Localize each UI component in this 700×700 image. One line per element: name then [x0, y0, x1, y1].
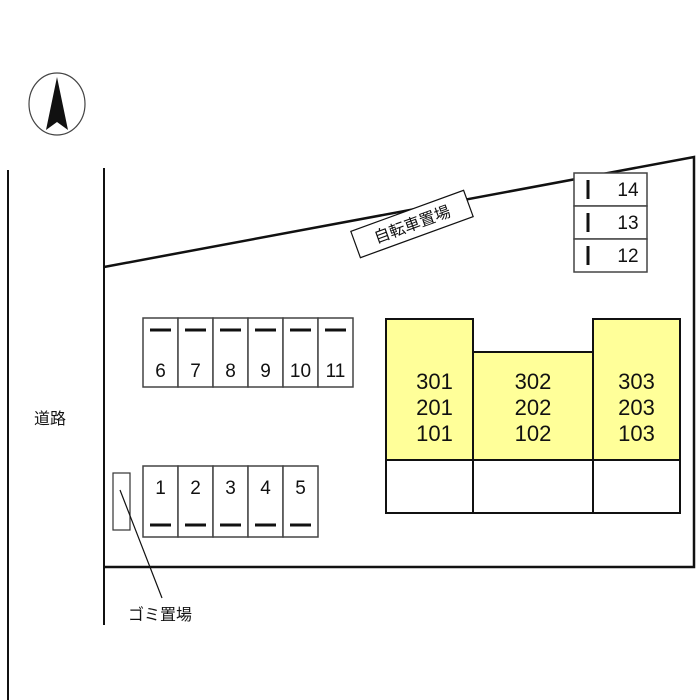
parking-space — [142, 465, 179, 538]
unit-number: 201 — [416, 395, 453, 420]
balcony-area — [592, 459, 681, 514]
unit-number: 202 — [515, 395, 552, 420]
unit-number: 103 — [618, 421, 655, 446]
building-wing — [592, 318, 681, 461]
bicycle-parking-label: 自転車置場 — [350, 189, 474, 259]
parking-number: 14 — [617, 180, 639, 201]
balcony-area — [385, 459, 474, 514]
garbage-leader-line — [119, 489, 163, 599]
building-wing — [472, 351, 594, 461]
parking-space — [177, 465, 214, 538]
parking-number: 5 — [295, 478, 306, 499]
parking-space — [573, 238, 648, 273]
balcony-area — [472, 459, 594, 514]
unit-number: 301 — [416, 369, 453, 394]
parking-group-bottom: 1 2 3 4 5 — [142, 465, 319, 538]
parking-number: 8 — [225, 361, 236, 382]
parking-number: 1 — [155, 478, 166, 499]
parking-number: 3 — [225, 478, 236, 499]
lot-boundary — [103, 155, 696, 569]
parking-number: 4 — [260, 478, 271, 499]
parking-number: 12 — [617, 246, 638, 267]
unit-number: 203 — [618, 395, 655, 420]
parking-number: 7 — [190, 361, 201, 382]
unit-number: 302 — [515, 369, 552, 394]
parking-number: 6 — [155, 361, 166, 382]
unit-number: 101 — [416, 421, 453, 446]
road-label: 道路 — [34, 409, 66, 428]
north-arrow-icon — [28, 72, 86, 136]
parking-group-right: 14 13 12 — [573, 172, 648, 273]
parking-group-top: 6 7 8 9 10 11 — [142, 317, 354, 388]
building-wing — [385, 318, 474, 461]
parking-number: 11 — [326, 361, 346, 382]
garbage-area-box — [112, 472, 131, 531]
parking-number: 13 — [617, 213, 638, 234]
garbage-area-label: ゴミ置場 — [128, 605, 192, 624]
parking-number: 9 — [260, 361, 271, 382]
unit-number: 303 — [618, 369, 655, 394]
parking-number: 2 — [190, 478, 201, 499]
parking-number: 10 — [290, 361, 311, 382]
unit-number: 102 — [515, 421, 552, 446]
